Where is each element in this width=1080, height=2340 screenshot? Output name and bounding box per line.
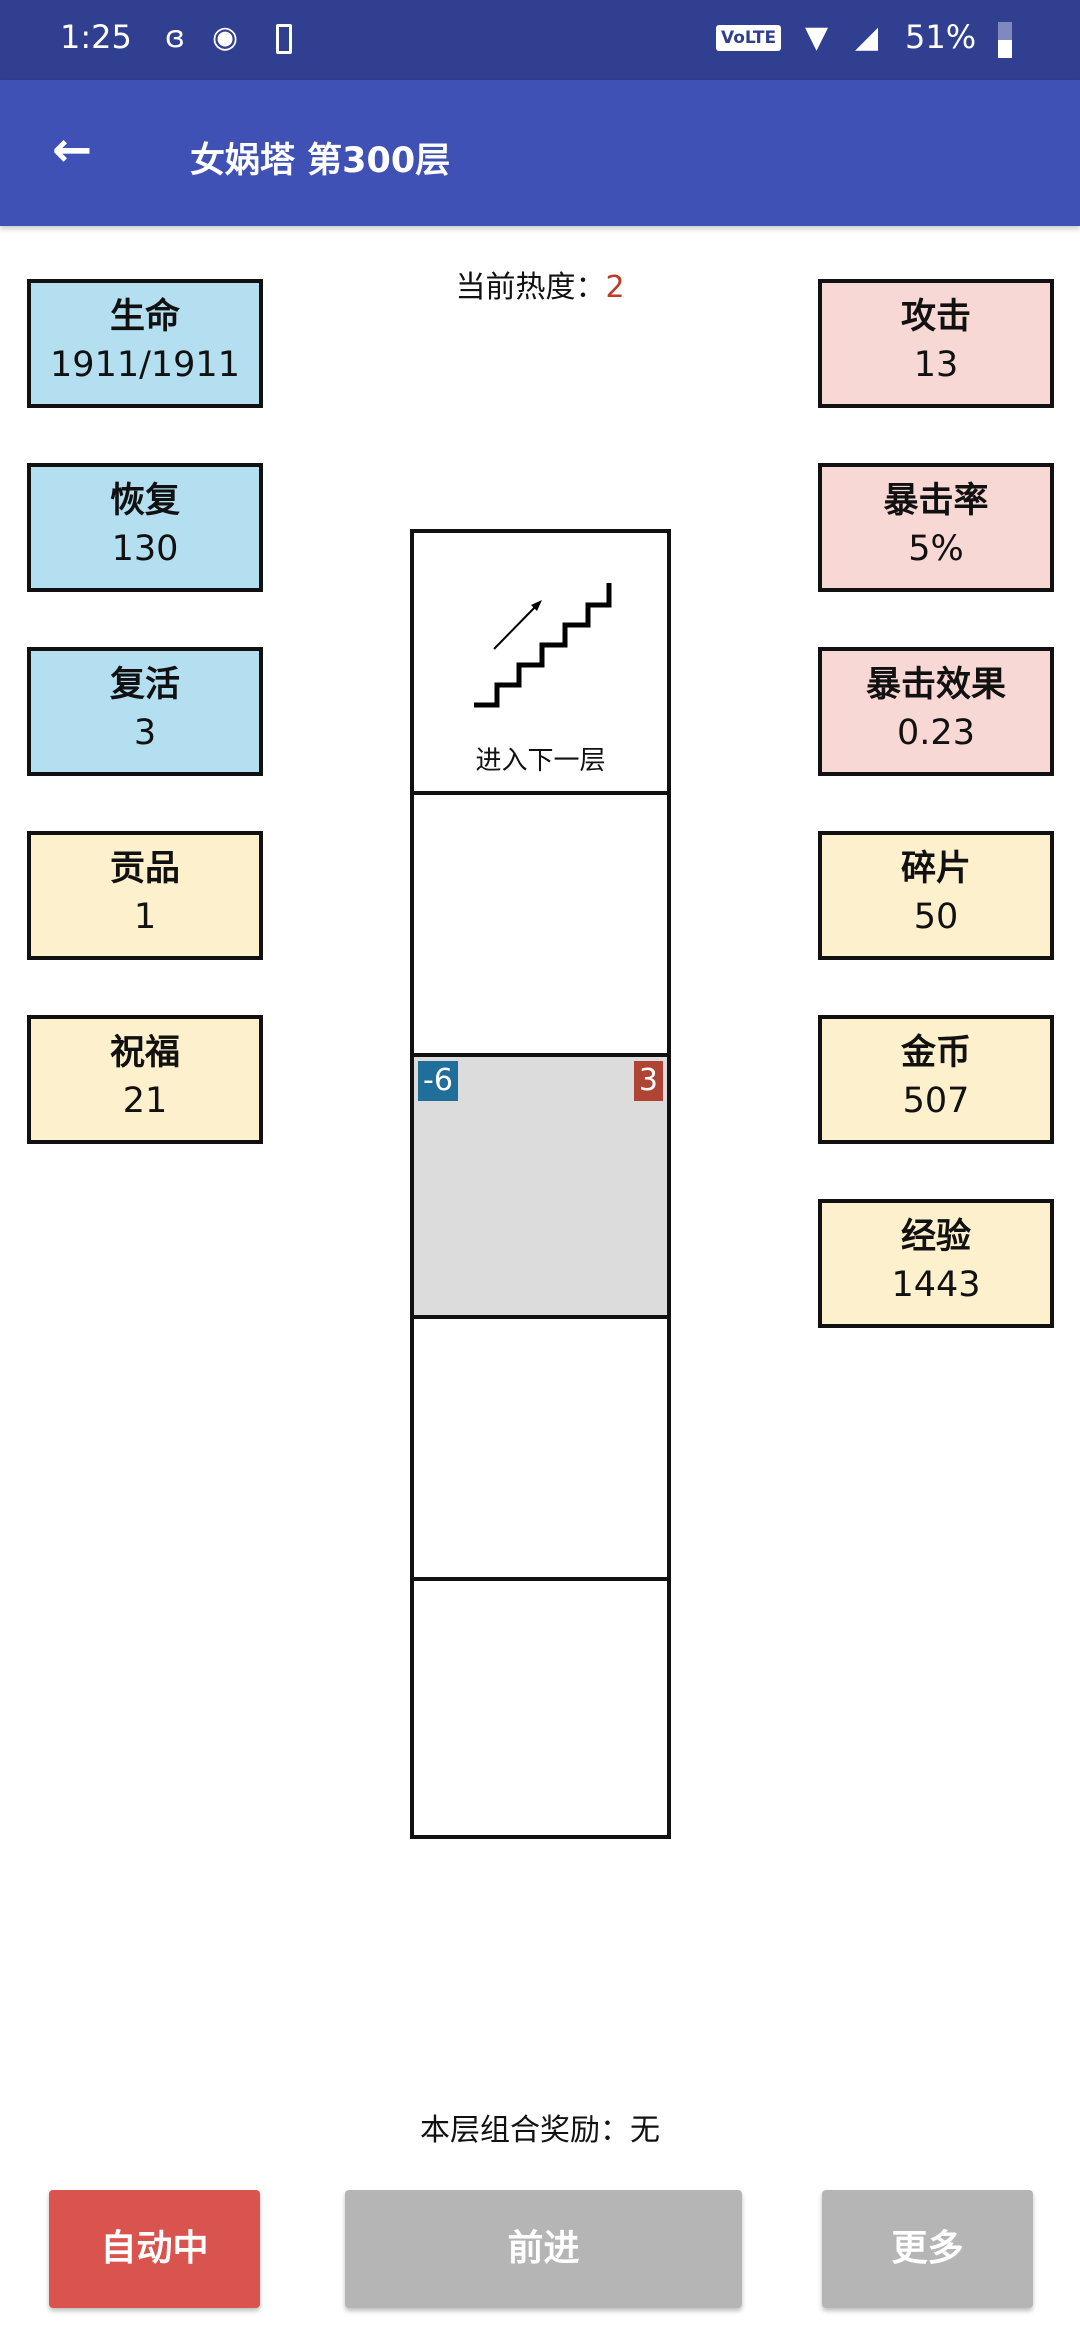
enemy-right-badge: 3: [633, 1061, 663, 1101]
tower-cell-empty[interactable]: [414, 795, 667, 1057]
stat-value: 1443: [891, 1265, 981, 1305]
tower-cell-empty[interactable]: [414, 1319, 667, 1581]
heat-label: 当前热度：: [455, 270, 606, 305]
page-title: 女娲塔 第300层: [190, 141, 451, 181]
stat-value: 1: [133, 897, 157, 937]
stat-attack: 攻击 13: [818, 279, 1054, 408]
stat-label: 经验: [900, 1217, 971, 1257]
stat-fragments: 碎片 50: [818, 831, 1054, 960]
stat-regen: 恢复 130: [27, 463, 263, 592]
stat-label: 恢复: [109, 481, 180, 521]
stat-label: 贡品: [109, 849, 180, 889]
stat-tribute: 贡品 1: [27, 831, 263, 960]
stat-label: 祝福: [109, 1033, 180, 1073]
stairs-icon: [474, 583, 612, 708]
stat-label: 复活: [109, 665, 180, 705]
signal-icon: ◢: [855, 20, 879, 55]
stat-crit-effect: 暴击效果 0.23: [818, 647, 1054, 776]
stat-label: 暴击效果: [865, 665, 1006, 705]
tower-cell-empty[interactable]: [414, 1581, 667, 1843]
auto-button[interactable]: 自动中: [49, 2190, 260, 2308]
floor-reward-text: 本层组合奖励：无: [420, 2113, 660, 2148]
stat-label: 碎片: [900, 849, 971, 889]
stat-value: 130: [111, 529, 179, 569]
stat-label: 暴击率: [883, 481, 989, 521]
battery-percent: 51%: [905, 18, 977, 56]
stat-label: 生命: [109, 297, 180, 337]
wifi-icon: ▼: [805, 20, 829, 55]
heat-value: 2: [605, 270, 625, 305]
more-button[interactable]: 更多: [822, 2190, 1033, 2308]
stat-label: 攻击: [900, 297, 971, 337]
app-notification-icon: ɞ: [165, 20, 185, 55]
status-bar: 1:25 ɞ ◉ VoLTE ▼ ◢ 51%: [0, 0, 1080, 80]
stat-blessing: 祝福 21: [27, 1015, 263, 1144]
stat-value: 21: [122, 1081, 168, 1121]
stat-revive: 复活 3: [27, 647, 263, 776]
battery-icon: [998, 22, 1012, 58]
download-icon: [276, 24, 292, 54]
stat-value: 13: [913, 345, 959, 385]
forward-button[interactable]: 前进: [345, 2190, 742, 2308]
status-time: 1:25: [60, 18, 132, 56]
next-floor-label: 进入下一层: [475, 746, 606, 776]
tower-column: 进入下一层 -6 3: [410, 529, 671, 1839]
stat-gold: 金币 507: [818, 1015, 1054, 1144]
stat-label: 金币: [900, 1033, 971, 1073]
stat-value: 50: [913, 897, 959, 937]
stat-value: 1911/1911: [50, 345, 240, 385]
stat-value: 5%: [908, 529, 964, 569]
stat-exp: 经验 1443: [818, 1199, 1054, 1328]
back-arrow-icon[interactable]: ←: [52, 122, 93, 178]
stat-hp: 生命 1911/1911: [27, 279, 263, 408]
app-bar: ← 女娲塔 第300层: [0, 80, 1080, 226]
stat-crit-rate: 暴击率 5%: [818, 463, 1054, 592]
stat-value: 3: [133, 713, 157, 753]
record-icon: ◉: [212, 20, 239, 55]
stat-value: 507: [902, 1081, 970, 1121]
enemy-left-badge: -6: [418, 1061, 458, 1101]
volte-icon: VoLTE: [716, 25, 782, 51]
heat-indicator: 当前热度：2: [455, 262, 624, 306]
tower-cell-stairs[interactable]: 进入下一层: [414, 533, 667, 795]
stat-value: 0.23: [897, 713, 975, 753]
tower-cell-enemy[interactable]: -6 3: [414, 1057, 667, 1319]
